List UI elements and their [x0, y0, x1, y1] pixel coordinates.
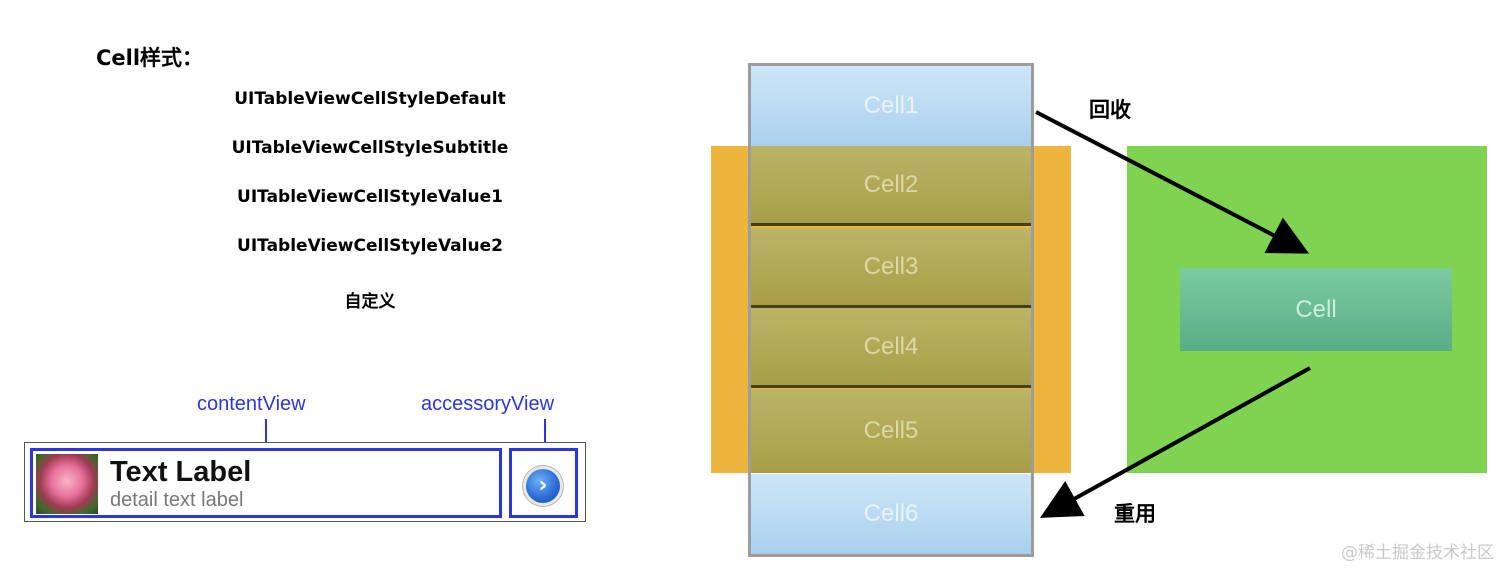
- content-view-callout: contentView: [197, 393, 306, 415]
- detail-text-label: detail text label: [110, 489, 244, 511]
- chevron-right-circle-icon: ›: [526, 469, 560, 503]
- recycle-arrow: [1035, 110, 1310, 254]
- accessory-view-box: [509, 448, 578, 518]
- cell-2: Cell2: [751, 146, 1031, 226]
- pool-cell: Cell: [1180, 268, 1452, 351]
- recycle-label: 回收: [1089, 98, 1131, 122]
- watermark: @稀土掘金技术社区: [1341, 543, 1494, 563]
- table-view-frame: [748, 63, 1034, 557]
- text-label: Text Label: [110, 456, 252, 488]
- reuse-label: 重用: [1114, 502, 1156, 526]
- reuse-arrow: [1040, 366, 1311, 518]
- style-item-value1: UITableViewCellStyleValue1: [237, 187, 503, 207]
- table-cell-example: [24, 442, 586, 522]
- page-title: Cell样式：: [96, 46, 204, 70]
- style-item-default: UITableViewCellStyleDefault: [234, 89, 506, 109]
- style-item-value2: UITableViewCellStyleValue2: [237, 236, 503, 256]
- content-view-callout-line: [265, 419, 267, 449]
- cell-1: Cell1: [751, 66, 1031, 146]
- cell-6: Cell6: [751, 474, 1031, 554]
- cell-3: Cell3: [751, 228, 1031, 308]
- flower-image: [36, 454, 98, 514]
- content-view-box: [30, 448, 502, 518]
- style-item-subtitle: UITableViewCellStyleSubtitle: [231, 138, 509, 158]
- cell-5: Cell5: [751, 389, 1031, 473]
- style-item-custom: 自定义: [344, 292, 396, 312]
- accessory-view-callout: accessoryView: [421, 393, 555, 415]
- accessory-view-callout-line: [544, 419, 546, 449]
- cell-4: Cell4: [751, 308, 1031, 388]
